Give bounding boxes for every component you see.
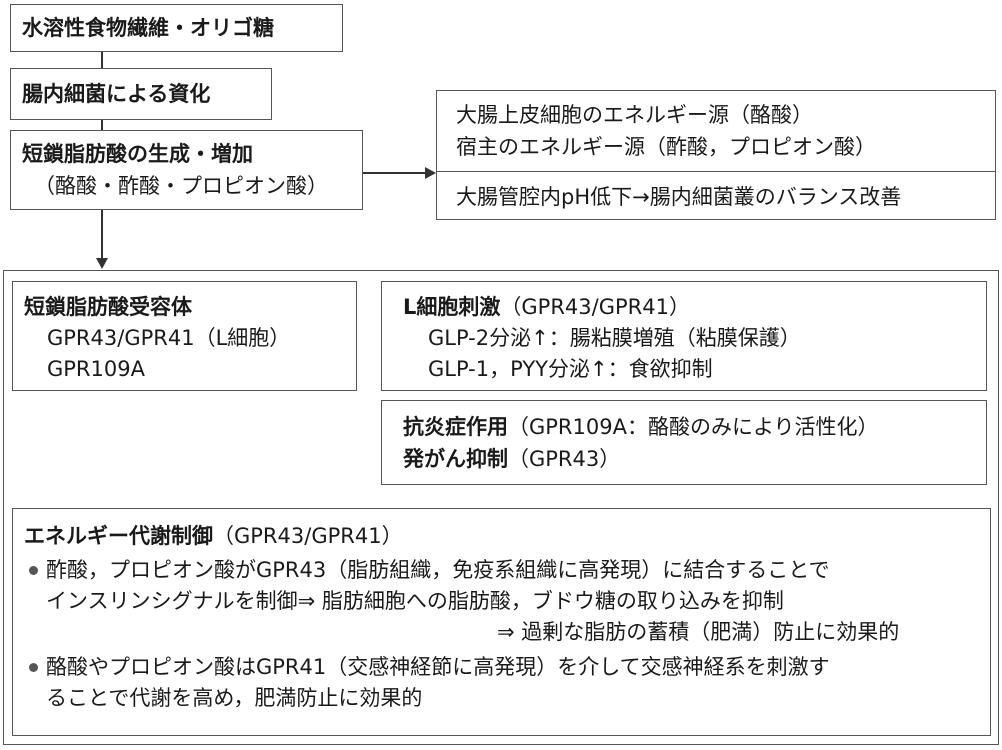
anti-l1-rest: （GPR109A：酪酸のみにより活性化） bbox=[508, 415, 879, 439]
energy-line2: 宿主のエネルギー源（酢酸，プロピオン酸） bbox=[456, 135, 876, 159]
metab-title: エネルギー代謝制御（GPR43/GPR41） bbox=[24, 524, 403, 548]
arrow-down-line bbox=[101, 210, 103, 260]
metab-title-rest: （GPR43/GPR41） bbox=[213, 524, 403, 548]
anti-line1: 抗炎症作用（GPR109A：酪酸のみにより活性化） bbox=[403, 415, 879, 439]
bullet-2-icon bbox=[29, 663, 38, 672]
anti-l1-bold: 抗炎症作用 bbox=[403, 415, 508, 439]
lcell-title: L細胞刺激（GPR43/GPR41） bbox=[403, 295, 690, 319]
box-energy bbox=[436, 90, 996, 220]
receptor-line2: GPR109A bbox=[47, 357, 145, 381]
anti-l2-bold: 発がん抑制 bbox=[403, 447, 508, 471]
arrow-down-head bbox=[96, 258, 108, 269]
anti-l2-rest: （GPR43） bbox=[508, 447, 621, 471]
lcell-line2: GLP-1，PYY分泌↑：食欲抑制 bbox=[428, 357, 713, 381]
metab-b1-line3: ⇒ 過剰な脂肪の蓄積（肥満）防止に効果的 bbox=[497, 620, 900, 644]
lcell-title-bold: L細胞刺激 bbox=[403, 295, 501, 319]
box-anti bbox=[381, 400, 987, 485]
step1-label: 水溶性食物繊維・オリゴ糖 bbox=[22, 16, 274, 40]
lcell-line1: GLP-2分泌↑：腸粘膜増殖（粘膜保護） bbox=[428, 326, 801, 350]
lcell-title-rest: （GPR43/GPR41） bbox=[500, 295, 690, 319]
receptor-line1: GPR43/GPR41（L細胞） bbox=[47, 326, 291, 350]
energy-line3: 大腸管腔内pH低下→腸内細菌叢のバランス改善 bbox=[456, 185, 902, 209]
step3-title: 短鎖脂肪酸の生成・増加 bbox=[22, 142, 253, 166]
metab-b1-line1: 酢酸，プロピオン酸がGPR43（脂肪組織，免疫系組織に高発現）に結合することで bbox=[46, 558, 830, 582]
arrow-right-line bbox=[363, 172, 427, 174]
metab-b2-line2: ることで代謝を高め，肥満防止に効果的 bbox=[46, 686, 423, 710]
step3-sub: （酪酸・酢酸・プロピオン酸） bbox=[34, 174, 328, 198]
box-receptor bbox=[12, 281, 357, 391]
box-metabolism bbox=[12, 508, 991, 736]
connector-2-3 bbox=[101, 120, 103, 130]
box-lcell bbox=[381, 281, 987, 391]
metab-b1-line2: インスリンシグナルを制御⇒ 脂肪細胞への脂肪酸，ブドウ糖の取り込みを抑制 bbox=[46, 589, 784, 613]
box-step2 bbox=[10, 68, 272, 120]
box-step1 bbox=[10, 4, 343, 52]
energy-line1: 大腸上皮細胞のエネルギー源（酪酸） bbox=[456, 103, 813, 127]
receptor-title: 短鎖脂肪酸受容体 bbox=[24, 295, 192, 319]
anti-line2: 発がん抑制（GPR43） bbox=[403, 447, 620, 471]
step2-label: 腸内細菌による資化 bbox=[22, 82, 211, 106]
metab-b2-line1: 酪酸やプロピオン酸はGPR41（交感神経節に高発現）を介して交感神経系を刺激す bbox=[46, 655, 830, 679]
energy-divider bbox=[436, 171, 996, 172]
arrow-right-head bbox=[425, 167, 436, 179]
metab-title-bold: エネルギー代謝制御 bbox=[24, 524, 213, 548]
box-step3 bbox=[10, 130, 363, 210]
bullet-1-icon bbox=[29, 566, 38, 575]
connector-1-2 bbox=[101, 52, 103, 68]
